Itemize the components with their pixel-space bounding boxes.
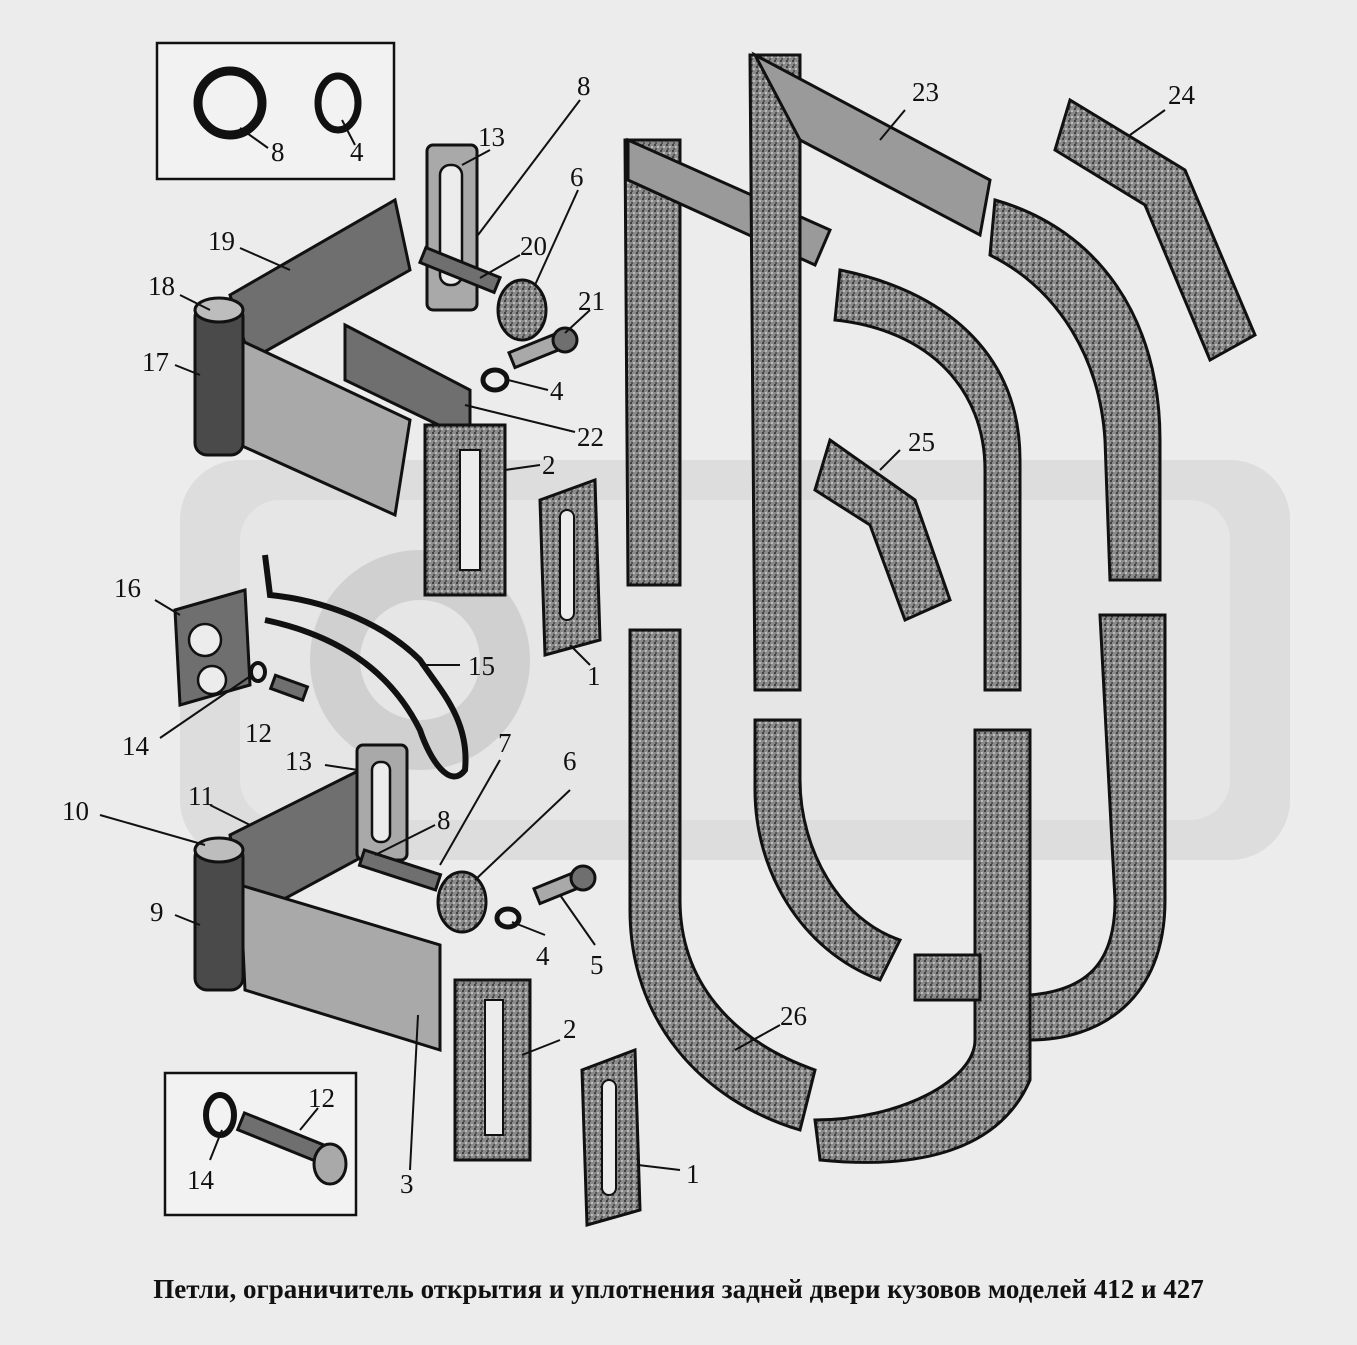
plate-1-lower (580, 1047, 642, 1227)
seal-arc-right (988, 198, 1162, 582)
callout-4-top: 4 (550, 376, 564, 406)
bolt-12-mid (268, 673, 310, 702)
callout-20: 20 (520, 231, 547, 261)
callout-2-lower: 2 (563, 1014, 577, 1044)
callout-4-lower: 4 (536, 941, 550, 971)
callout-1-top: 1 (587, 661, 601, 691)
gasket-6-upper (496, 278, 548, 342)
bolt-5 (532, 864, 597, 906)
bracket-16 (173, 588, 252, 707)
bolt-21 (507, 326, 579, 370)
washer-4-lower (494, 906, 522, 930)
callout-6-lower: 6 (563, 746, 577, 776)
callout-25: 25 (908, 427, 935, 457)
callout-5: 5 (590, 950, 604, 980)
callout-18: 18 (148, 271, 175, 301)
callout-21: 21 (578, 286, 605, 316)
inset-top (155, 41, 396, 181)
callout-4-inset: 4 (350, 137, 364, 167)
callout-13-lower: 13 (285, 746, 312, 776)
seal-26 (628, 628, 817, 1132)
callout-1-lower: 1 (686, 1159, 700, 1189)
upper-plate-13 (417, 143, 503, 312)
callout-8-inset: 8 (271, 137, 285, 167)
callout-12-mid: 12 (245, 718, 272, 748)
callout-14-mid: 14 (122, 731, 150, 761)
leader-lines (99, 99, 1166, 1171)
callout-16: 16 (114, 573, 141, 603)
callout-2-top: 2 (542, 450, 556, 480)
callout-10: 10 (62, 796, 89, 826)
seal-arc-upper (833, 268, 1022, 692)
seal-arc-far-right (1028, 613, 1167, 1042)
lock-washer-8 (193, 66, 267, 140)
callout-9: 9 (150, 897, 164, 927)
seal-piece-lower (913, 953, 982, 1002)
callout-13-top: 13 (478, 122, 505, 152)
callout-11: 11 (188, 781, 214, 811)
callout-15: 15 (468, 651, 495, 681)
callout-26: 26 (780, 1001, 807, 1031)
plate-1-upper (538, 477, 602, 657)
block-2-upper (423, 423, 507, 597)
washer-4-upper (480, 367, 510, 393)
callout-numbers: 8 4 8 13 19 18 17 20 6 21 4 22 2 1 23 24… (62, 71, 1196, 1199)
block-2-lower (453, 978, 532, 1162)
gasket-6-lower (436, 870, 488, 934)
callout-6-top: 6 (570, 162, 584, 192)
callout-22: 22 (577, 422, 604, 452)
callout-8-top: 8 (577, 71, 591, 101)
diagram-caption: Петли, ограничитель открытия и уплотнени… (153, 1274, 1204, 1304)
seal-23 (748, 51, 992, 692)
callout-24: 24 (1168, 80, 1196, 110)
callout-7: 7 (498, 728, 512, 758)
upper-hinge (193, 197, 472, 518)
seal-25 (813, 437, 952, 623)
callout-12-inset: 12 (308, 1083, 335, 1113)
seal-arc-lower-right (813, 728, 1032, 1164)
seal-24 (1053, 97, 1257, 363)
ring-4 (314, 72, 362, 134)
lower-plate-13 (355, 743, 443, 892)
callout-17: 17 (142, 347, 169, 377)
callout-8-lower: 8 (437, 805, 451, 835)
callout-14-inset: 14 (187, 1165, 215, 1195)
inset-bottom (163, 1071, 358, 1217)
washer-14-mid (249, 661, 267, 683)
callout-3: 3 (400, 1169, 414, 1199)
callout-19: 19 (208, 226, 235, 256)
lower-hinge (193, 767, 442, 1053)
stop-rod-15 (262, 554, 469, 780)
callout-23: 23 (912, 77, 939, 107)
seal-arc-lower-mid (753, 718, 903, 982)
